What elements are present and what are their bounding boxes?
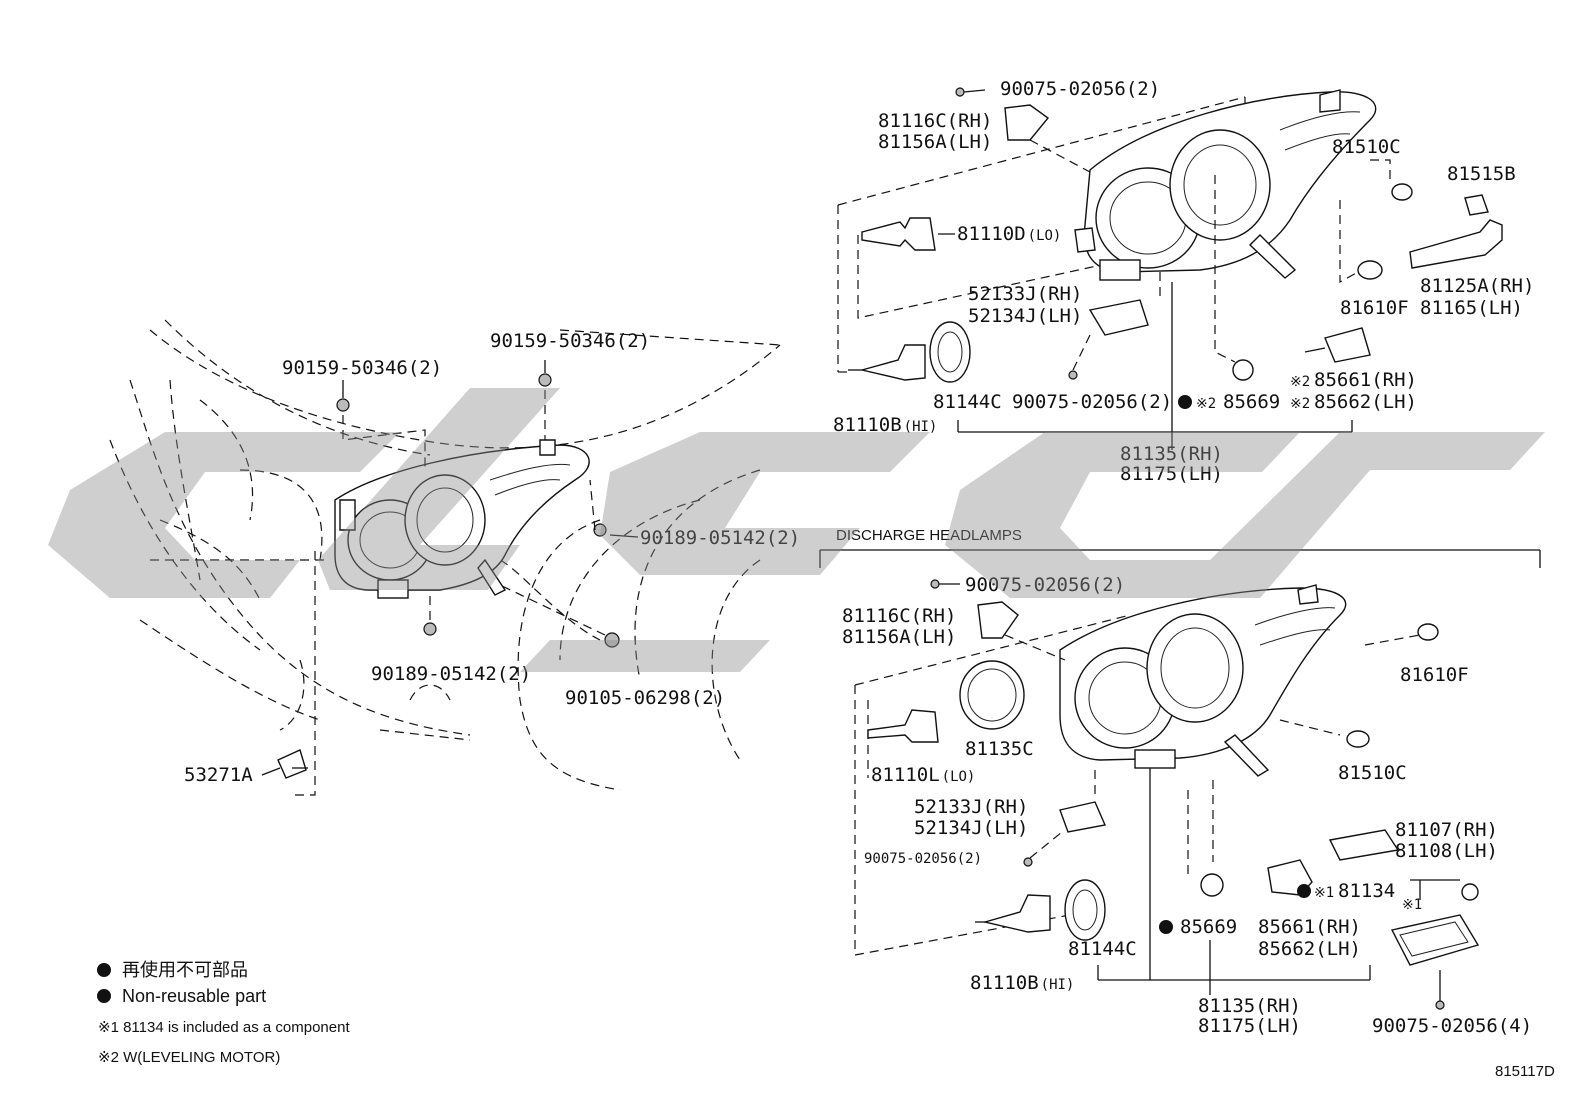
label-top-motor-lh: 85662(LH) (1314, 391, 1417, 413)
figure-id: 815117D (1495, 1063, 1555, 1080)
label-top-bracket-rh: 81116C(RH) (878, 110, 992, 132)
legend-note2: ※2 W(LEVELING MOTOR) (98, 1049, 280, 1066)
label-bottom-assy-lh: 81175(LH) (1198, 1015, 1301, 1037)
label-top-cap: 81510C (1332, 136, 1401, 158)
top-parts (838, 87, 1503, 383)
label-top-socket: 81515B (1447, 163, 1516, 185)
label-90159-a: 90159-50346(2) (282, 357, 442, 379)
legend-dot-jp (97, 963, 111, 977)
top-callouts: 90075-02056(2) 81116C(RH) 81156A(LH) 811… (833, 78, 1534, 485)
label-top-bulb-lo: 81110D(LO) (957, 223, 1061, 245)
label-bottom-bracket-lh: 81156A(LH) (842, 626, 956, 648)
label-bottom-cap: 81510C (1338, 762, 1407, 784)
label-53271A: 53271A (184, 764, 253, 786)
label-top-cover: 81610F (1340, 297, 1409, 319)
label-top-adjuster-lh: 52134J(LH) (968, 305, 1082, 327)
label-bottom-bolt2: 90075-02056(2) (864, 851, 982, 867)
legend-note1: ※1 81134 is included as a component (98, 1019, 350, 1036)
label-top-assy-rh: 81135(RH) (1120, 443, 1223, 465)
nonreusable-dot-top (1178, 395, 1192, 409)
legend-dot-en (97, 989, 111, 1003)
label-bottom-motor-lh: 85662(LH) (1258, 938, 1361, 960)
label-top-adjuster-rh: 52133J(RH) (968, 283, 1082, 305)
left-fasteners (277, 360, 620, 796)
label-90159-b: 90159-50346(2) (490, 330, 650, 352)
section-discharge: DISCHARGE HEADLAMPS (819, 527, 1541, 568)
mark-top-motor-rh: ※2 (1290, 374, 1310, 390)
label-90189-b: 90189-05142(2) (371, 663, 531, 685)
label-bottom-bolt4: 90075-02056(4) (1372, 1015, 1532, 1037)
bottom-frame (854, 614, 1131, 956)
label-bottom-assy-rh: 81135(RH) (1198, 995, 1301, 1017)
bottom-parts (867, 579, 1480, 1010)
label-bottom-motor-rh: 85661(RH) (1258, 916, 1361, 938)
nonreusable-dot-gasket (1297, 884, 1311, 898)
label-bottom-bracket-rh: 81116C(RH) (842, 605, 956, 627)
label-90105: 90105-06298(2) (565, 687, 725, 709)
mark-top-motor-lh: ※2 (1290, 396, 1310, 412)
label-top-lamp-rh: 81125A(RH) (1420, 275, 1534, 297)
bottom-assembly-brackets (1097, 768, 1371, 995)
mark-gasket: ※1 (1314, 885, 1334, 901)
label-top-bolt2: 90075-02056(2) (1012, 391, 1172, 413)
label-top-bulb-hi: 81110B(HI) (833, 414, 937, 436)
label-90189-a: 90189-05142(2) (640, 527, 800, 549)
top-headlamp (1074, 89, 1377, 281)
label-top-oring: 85669 (1223, 391, 1280, 413)
legend-jp: 再使用不可部品 (122, 960, 248, 980)
left-headlamp (334, 439, 590, 599)
label-bottom-bulb-lo: 81110L(LO) (871, 764, 975, 786)
left-callouts: 90159-50346(2) 90159-50346(2) 90189-0514… (184, 330, 800, 786)
label-top-lamp-lh: 81165(LH) (1420, 297, 1523, 319)
label-bottom-adjuster-lh: 52134J(LH) (914, 817, 1028, 839)
label-bottom-oring: 85669 (1180, 916, 1237, 938)
label-top-motor-rh: 85661(RH) (1314, 369, 1417, 391)
label-bottom-seal: 81144C (1068, 938, 1137, 960)
vehicle-front-drawing (109, 319, 781, 791)
bottom-callouts: 90075-02056(2) 81116C(RH) 81156A(LH) 816… (842, 574, 1532, 1037)
label-top-bolt: 90075-02056(2) (1000, 78, 1160, 100)
mark-ballast: ※1 (1402, 897, 1422, 913)
label-bottom-gasket: 81134 (1338, 880, 1395, 902)
label-bottom-ballast-lh: 81108(LH) (1395, 840, 1498, 862)
label-bottom-cover: 81610F (1400, 664, 1469, 686)
label-top-bracket-lh: 81156A(LH) (878, 131, 992, 153)
top-assembly-brackets (957, 282, 1353, 450)
bottom-headlamp (1059, 584, 1347, 777)
label-top-seal: 81144C (933, 391, 1002, 413)
label-bottom-ballast-rh: 81107(RH) (1395, 819, 1498, 841)
label-top-assy-lh: 81175(LH) (1120, 463, 1223, 485)
label-bottom-bolt: 90075-02056(2) (965, 574, 1125, 596)
label-bottom-bulb-hi: 81110B(HI) (970, 972, 1074, 994)
nonreusable-dot-oring (1159, 920, 1173, 934)
legend-en: Non-reusable part (122, 986, 266, 1006)
mark-top-oring: ※2 (1196, 396, 1216, 412)
legend: 再使用不可部品 Non-reusable part ※1 81134 is in… (97, 960, 350, 1066)
label-bottom-adjuster-rh: 52133J(RH) (914, 796, 1028, 818)
watermark-logo (48, 388, 1545, 672)
section-title: DISCHARGE HEADLAMPS (836, 527, 1022, 544)
label-bottom-ring: 81135C (965, 738, 1034, 760)
